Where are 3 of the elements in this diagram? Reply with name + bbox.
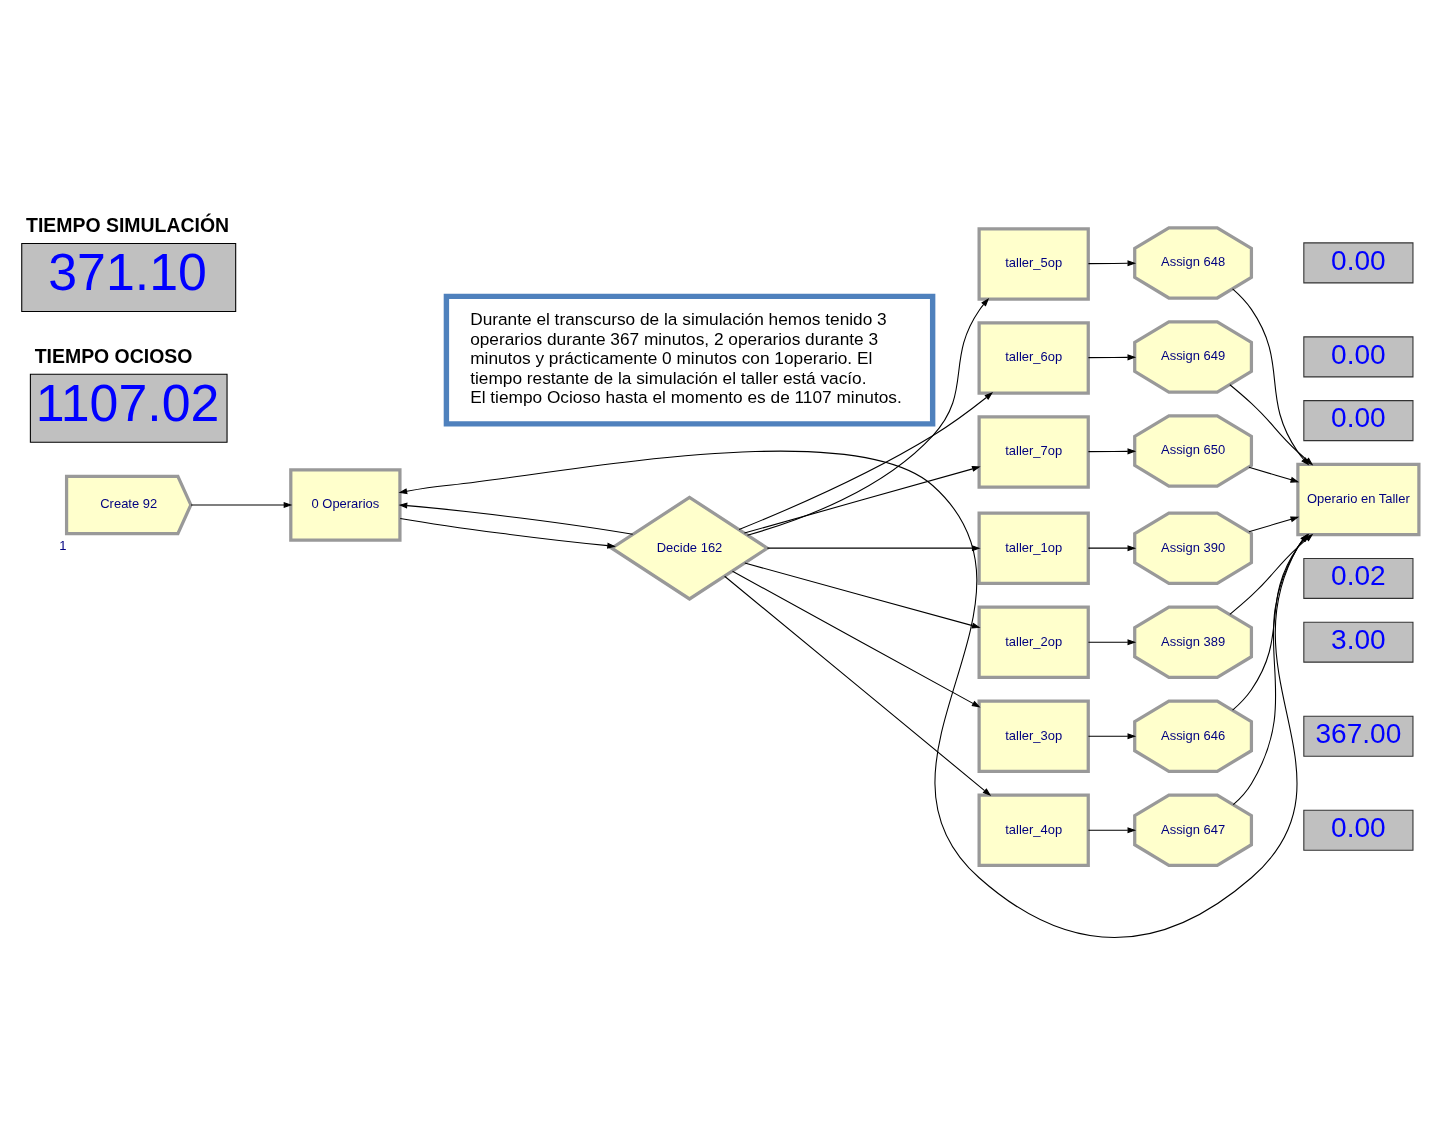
node-label: TIEMPO OCIOSO	[34, 344, 193, 367]
node-label: TIEMPO SIMULACIÓN	[26, 213, 230, 236]
node-label: 1	[59, 538, 67, 554]
